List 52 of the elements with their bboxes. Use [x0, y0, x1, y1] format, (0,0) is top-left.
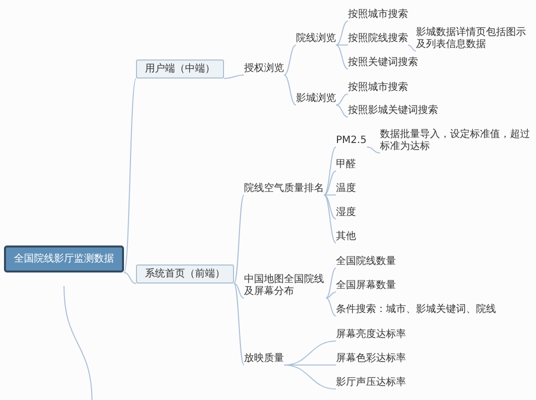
connector-line: [326, 268, 336, 298]
topic-box: 用户端（中端）: [136, 60, 224, 78]
subtopic-text: 温度: [336, 183, 356, 195]
connector-line: [284, 44, 296, 76]
root-topic-box: 全国院线影厅监测数据: [4, 246, 124, 272]
subtopic-text: 院线浏览: [296, 33, 336, 45]
topic-box: 系统首页（前端）: [136, 264, 234, 284]
connector-line: [336, 104, 348, 118]
connector-line: [234, 194, 244, 284]
connector-line: [366, 146, 380, 154]
subtopic-text: PM2.5: [336, 135, 367, 147]
subtopic-text: 按照城市搜索: [348, 82, 408, 94]
subtopic-text: 授权浏览: [244, 63, 284, 75]
subtopic-text: 全国院线数量: [336, 256, 396, 268]
connector-line: [326, 298, 336, 316]
connector-line: [224, 74, 244, 79]
connector-line: [324, 194, 336, 196]
subtopic-text: 影城数据详情页包括图示及列表信息数据: [416, 27, 534, 51]
subtopic-text: 屏幕色彩达标率: [336, 353, 406, 365]
subtopic-text: 按照城市搜索: [348, 9, 408, 21]
subtopic-text: 院线空气质量排名: [244, 183, 324, 195]
connector-line: [284, 364, 336, 390]
subtopic-text: 按照院线搜索: [348, 33, 408, 45]
connector-line: [284, 74, 296, 106]
subtopic-text: 中国地图全国院线及屏幕分布: [244, 274, 326, 298]
subtopic-text: 屏幕亮度达标率: [336, 329, 406, 341]
subtopic-text: 其他: [336, 231, 356, 243]
subtopic-text: 影城浏览: [296, 93, 336, 105]
subtopic-text: 影厅声压达标率: [336, 377, 406, 389]
subtopic-text: 数据批量导入，设定标准值，超过标准为达标: [380, 129, 534, 153]
connector-line: [124, 272, 136, 284]
connector-line: [336, 44, 348, 46]
connector-line: [336, 20, 348, 46]
connector-line: [408, 44, 416, 52]
connector-line: [336, 44, 348, 70]
connector-line: [336, 94, 348, 106]
subtopic-text: 按照影城关键词搜索: [348, 105, 438, 117]
subtopic-text: 甲醛: [336, 159, 356, 171]
subtopic-text: 全国屏幕数量: [336, 280, 396, 292]
subtopic-text: 按照关键词搜索: [348, 57, 418, 69]
connector-line: [124, 78, 136, 273]
connector-line: [324, 146, 336, 196]
connector-line: [324, 170, 336, 196]
connector-line: [64, 286, 92, 400]
subtopic-text: 湿度: [336, 207, 356, 219]
subtopic-text: 条件搜索：城市、影城关键词、院线: [336, 304, 496, 316]
connector-line: [324, 194, 336, 220]
connector-line: [234, 283, 244, 366]
connector-line: [234, 283, 244, 298]
subtopic-text: 放映质量: [244, 353, 284, 365]
connector-line: [324, 194, 336, 244]
connector-line: [326, 292, 336, 298]
